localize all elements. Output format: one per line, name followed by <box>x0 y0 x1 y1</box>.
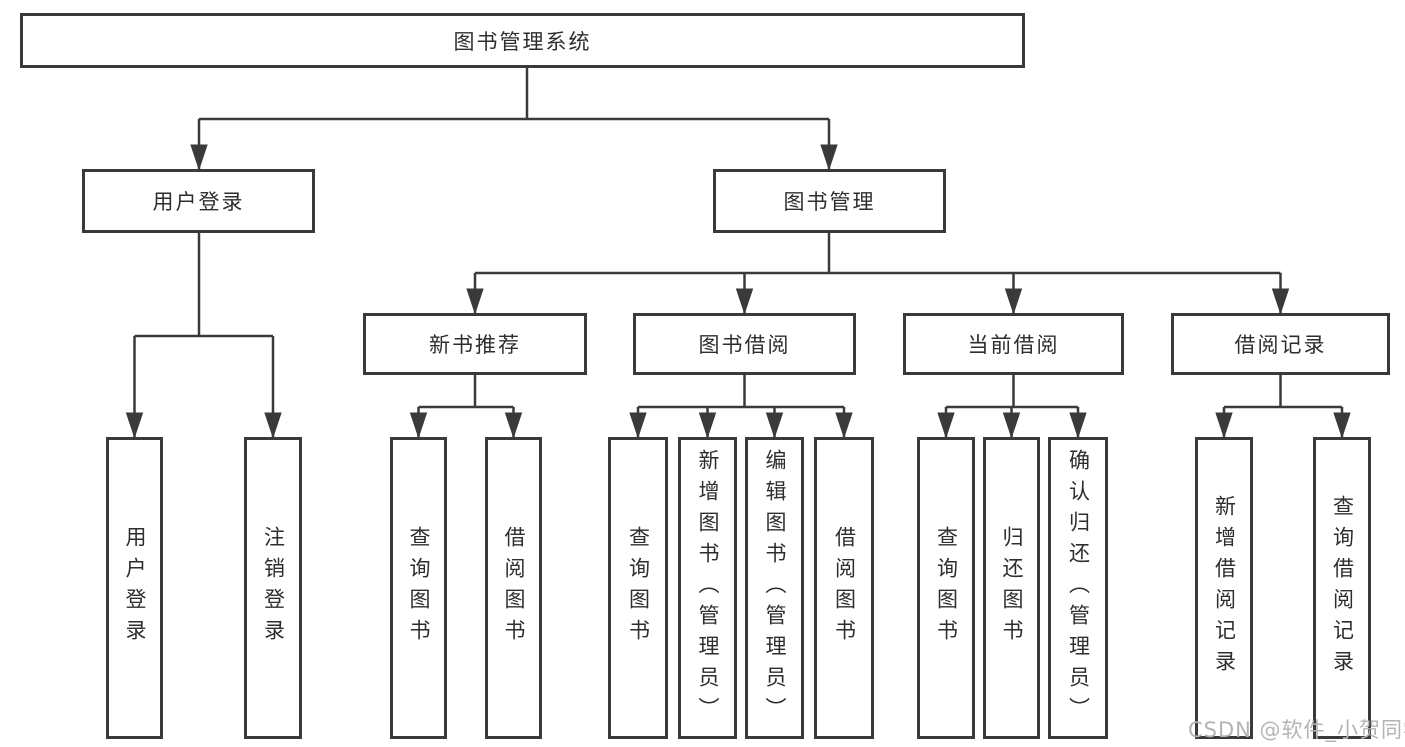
leaf-records-add-borrow-record: 新增借阅记录 <box>1195 437 1253 739</box>
leaf-borrowing-borrow-books: 借阅图书 <box>814 437 874 739</box>
leaf-borrowing-query-books: 查询图书 <box>608 437 668 739</box>
node-book-management: 图书管理 <box>713 169 946 233</box>
leaf-newbook-borrow-books: 借阅图书 <box>485 437 542 739</box>
leaf-newbook-query-books: 查询图书 <box>390 437 447 739</box>
arrow-lines <box>135 119 1343 437</box>
node-borrowing-records: 借阅记录 <box>1171 313 1390 375</box>
node-current-borrowing: 当前借阅 <box>903 313 1124 375</box>
node-library-management-system: 图书管理系统 <box>20 13 1025 68</box>
node-book-borrowing: 图书借阅 <box>633 313 856 375</box>
leaf-logout: 注销登录 <box>244 437 302 739</box>
node-new-book-recommendation: 新书推荐 <box>363 313 587 375</box>
leaf-current-confirm-return-admin: 确认归还（管理员） <box>1048 437 1108 739</box>
node-user-login: 用户登录 <box>82 169 315 233</box>
leaf-current-return-books: 归还图书 <box>983 437 1040 739</box>
csdn-watermark: CSDN @软件_小贺同学 <box>1188 718 1405 742</box>
trunk-lines <box>134 68 1342 409</box>
leaf-current-query-books: 查询图书 <box>917 437 975 739</box>
leaf-borrowing-edit-books-admin: 编辑图书（管理员） <box>745 437 804 739</box>
leaf-user-login: 用户登录 <box>106 437 163 739</box>
leaf-borrowing-add-books-admin: 新增图书（管理员） <box>678 437 737 739</box>
leaf-records-query-borrow-record: 查询借阅记录 <box>1313 437 1371 739</box>
